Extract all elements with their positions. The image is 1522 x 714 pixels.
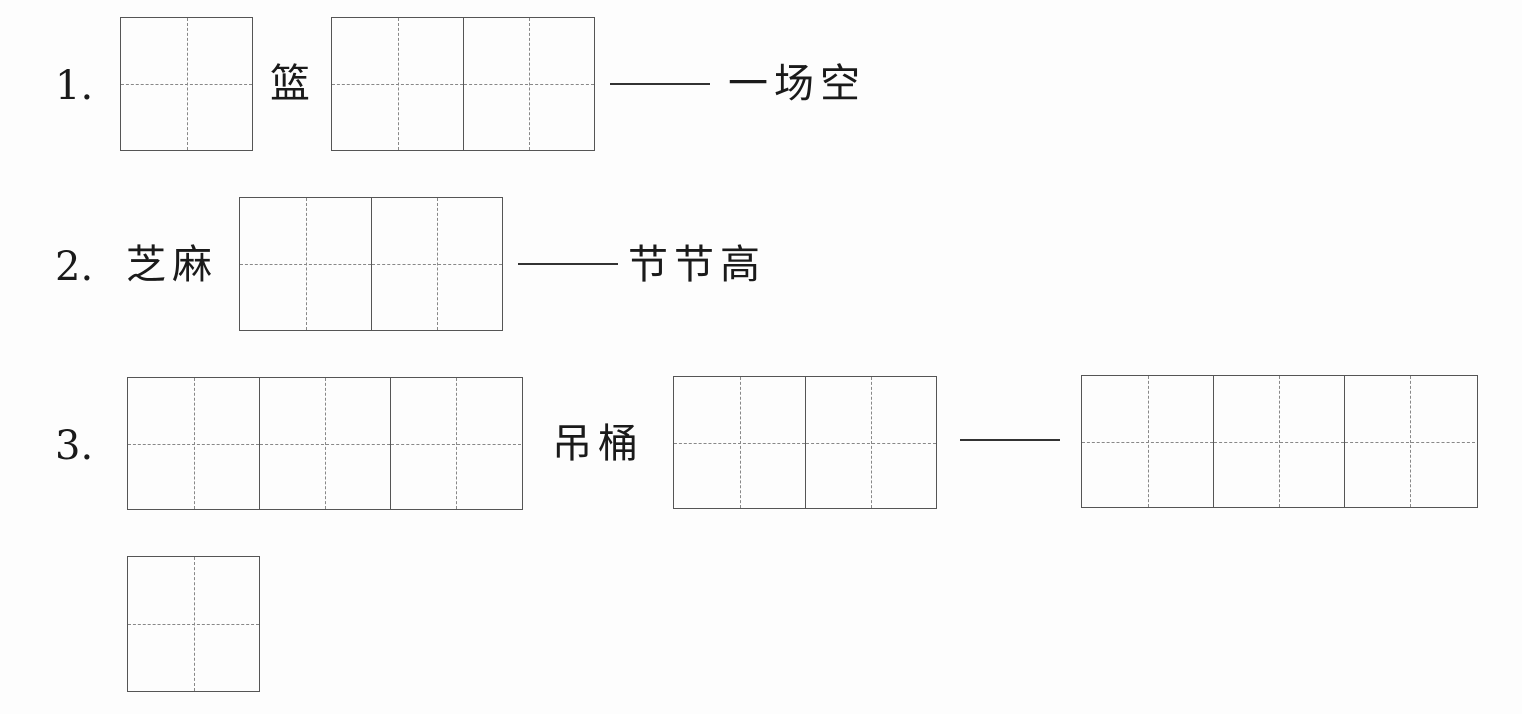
item-2-text-a: 芝麻 [126, 242, 218, 288]
item-2-dash [518, 263, 618, 265]
writing-cell[interactable] [463, 18, 594, 150]
writing-cell[interactable] [674, 377, 805, 508]
item-3-dash [960, 439, 1060, 441]
writing-cell[interactable] [332, 18, 463, 150]
item-1-number: 1. [55, 63, 94, 109]
item-1-text-b: 一场空 [728, 61, 866, 107]
item-2-answer-box-1[interactable] [239, 197, 503, 331]
item-1-answer-box-1[interactable] [120, 17, 253, 151]
item-3-answer-box-4[interactable] [127, 556, 260, 692]
writing-cell[interactable] [128, 378, 259, 509]
writing-cell[interactable] [1213, 376, 1344, 507]
writing-cell[interactable] [259, 378, 390, 509]
item-2-number: 2. [55, 244, 94, 290]
item-1-dash [610, 83, 710, 85]
writing-cell[interactable] [1344, 376, 1475, 507]
item-3-text-a: 吊桶 [552, 421, 644, 467]
writing-cell[interactable] [121, 18, 252, 150]
writing-cell[interactable] [240, 198, 371, 330]
writing-cell[interactable] [1082, 376, 1213, 507]
item-1-text-a: 篮 [270, 61, 316, 107]
item-1-answer-box-2[interactable] [331, 17, 595, 151]
item-3-answer-box-2[interactable] [673, 376, 937, 509]
writing-cell[interactable] [128, 557, 259, 691]
writing-cell[interactable] [390, 378, 521, 509]
item-3-answer-box-3[interactable] [1081, 375, 1478, 508]
item-2-text-b: 节节高 [628, 242, 766, 288]
item-3-number: 3. [55, 423, 94, 469]
writing-cell[interactable] [805, 377, 936, 508]
item-3-answer-box-1[interactable] [127, 377, 523, 510]
writing-cell[interactable] [371, 198, 502, 330]
